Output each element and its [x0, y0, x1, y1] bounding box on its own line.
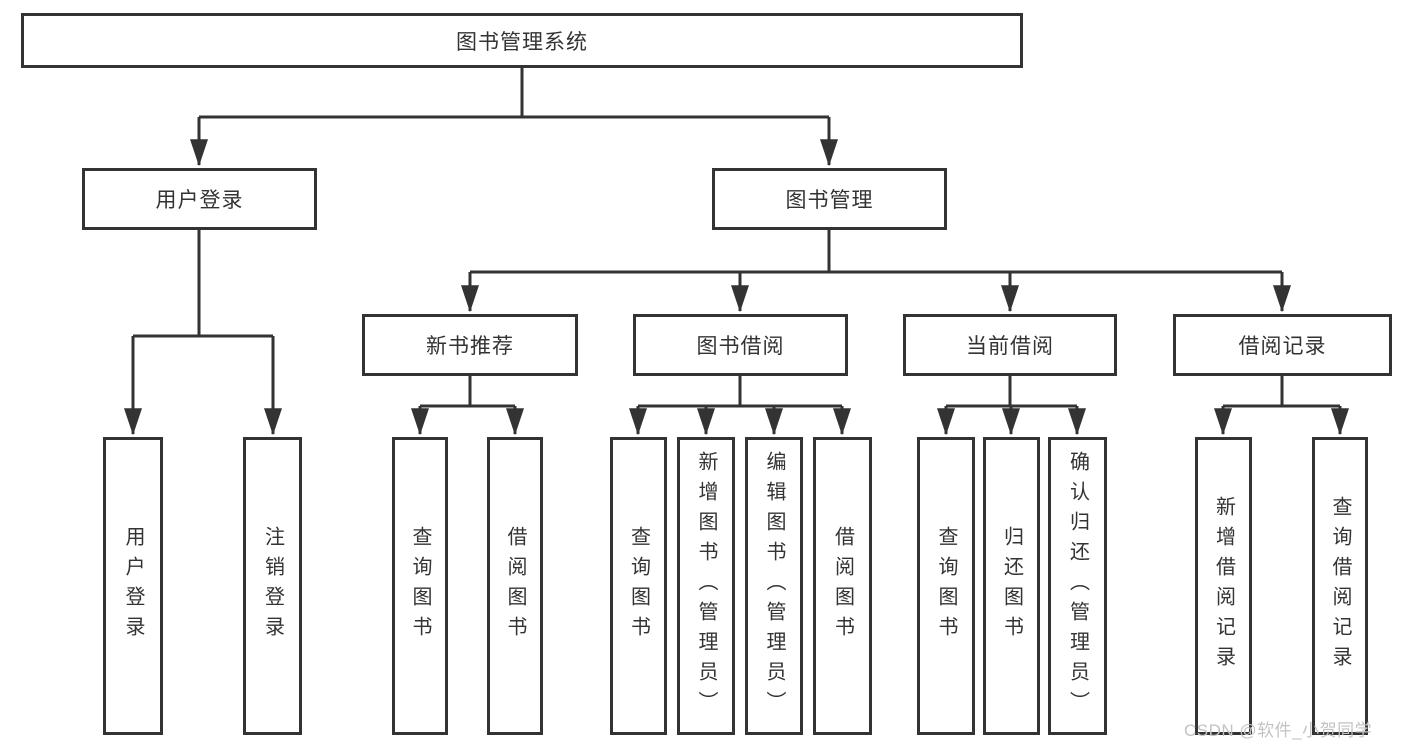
leaf-cb-query-books-label: 查询图书	[935, 526, 957, 646]
connector-current-borrowing-group	[937, 376, 1086, 436]
leaf-user-login: 用户登录	[103, 437, 163, 735]
leaf-cb-return-books: 归还图书	[983, 437, 1040, 735]
leaf-logout-label: 注销登录	[261, 526, 284, 646]
connector-user-login-group	[124, 230, 282, 436]
leaf-bb-query-books-label: 查询图书	[627, 526, 650, 646]
node-new-book-recommend: 新书推荐	[362, 314, 578, 376]
leaf-nbr-query-books: 查询图书	[392, 437, 448, 735]
leaf-bb-edit-books: 编辑图书（管理员）	[745, 437, 803, 735]
leaf-cb-confirm-return-label: 确认归还（管理员）	[1066, 451, 1089, 721]
connector-new-book-recommend-group	[411, 376, 524, 436]
leaf-bb-borrow-books: 借阅图书	[813, 437, 872, 735]
leaf-logout: 注销登录	[243, 437, 302, 735]
connector-root-to-level2	[190, 68, 838, 167]
node-root: 图书管理系统	[21, 13, 1023, 68]
leaf-br-query-record: 查询借阅记录	[1312, 437, 1368, 735]
connector-book-management-group	[461, 230, 1291, 313]
node-book-borrowing: 图书借阅	[633, 314, 848, 376]
leaf-bb-edit-books-label: 编辑图书（管理员）	[763, 451, 785, 721]
node-borrowing-records: 借阅记录	[1173, 314, 1392, 376]
leaf-br-add-record-label: 新增借阅记录	[1212, 496, 1235, 676]
leaf-bb-borrow-books-label: 借阅图书	[831, 526, 854, 646]
leaf-br-query-record-label: 查询借阅记录	[1329, 496, 1351, 676]
leaf-cb-query-books: 查询图书	[917, 437, 975, 735]
leaf-bb-add-books: 新增图书（管理员）	[677, 437, 735, 735]
leaf-br-add-record: 新增借阅记录	[1195, 437, 1252, 735]
leaf-cb-return-books-label: 归还图书	[1000, 526, 1023, 646]
connector-book-borrowing-group	[629, 376, 851, 436]
node-user-login: 用户登录	[82, 168, 317, 230]
connector-borrowing-records-group	[1214, 376, 1349, 436]
leaf-bb-query-books: 查询图书	[610, 437, 667, 735]
leaf-bb-add-books-label: 新增图书（管理员）	[695, 451, 717, 721]
watermark: CSDN @软件_小贺同学	[1184, 721, 1373, 740]
leaf-nbr-query-books-label: 查询图书	[409, 526, 431, 646]
leaf-nbr-borrow-books: 借阅图书	[487, 437, 543, 735]
node-book-management: 图书管理	[712, 168, 947, 230]
node-current-borrowing: 当前借阅	[903, 314, 1117, 376]
leaf-user-login-label: 用户登录	[122, 526, 144, 646]
leaf-cb-confirm-return: 确认归还（管理员）	[1048, 437, 1107, 735]
leaf-nbr-borrow-books-label: 借阅图书	[504, 526, 526, 646]
